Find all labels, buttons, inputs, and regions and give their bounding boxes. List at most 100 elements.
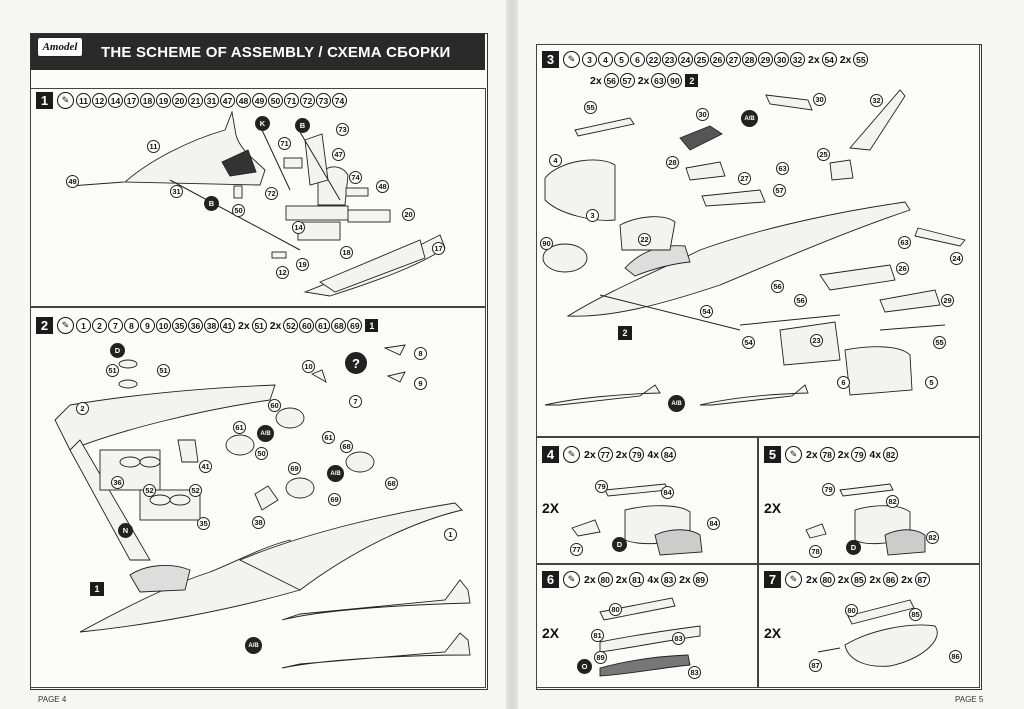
part-number: 52: [283, 318, 299, 333]
part-callout: 50: [232, 204, 245, 217]
part-number: 17: [124, 93, 139, 108]
part-number: 79: [629, 447, 645, 462]
step7-drawing: [817, 599, 938, 667]
part-callout: 87: [809, 659, 822, 672]
step-reference: 2: [685, 74, 699, 87]
part-callout: 18: [340, 246, 353, 259]
part-number: 49: [252, 93, 267, 108]
part-callout: 17: [432, 242, 445, 255]
part-number: 56: [603, 73, 619, 88]
part-callout: 85: [909, 608, 922, 621]
part-number: 57: [619, 73, 635, 88]
part-callout: 2: [76, 402, 89, 415]
part-number: 51: [251, 318, 267, 333]
part-callout: 61: [322, 431, 335, 444]
part-number: 77: [597, 447, 613, 462]
part-callout: 52: [143, 484, 156, 497]
part-callout: 54: [742, 336, 755, 349]
part-number: 3: [582, 52, 597, 67]
part-number: 21: [188, 93, 203, 108]
part-number: 89: [692, 572, 708, 587]
paint-marker-b: B: [204, 196, 219, 211]
step-number: 2: [36, 317, 53, 334]
part-number: 32: [790, 52, 805, 67]
part-callout: 31: [170, 185, 183, 198]
part-multiplier: 2x: [615, 448, 628, 461]
part-callout: 7: [349, 395, 362, 408]
part-multiplier: 2x: [584, 448, 596, 461]
subassembly-ref-1: 1: [90, 582, 104, 596]
paint-marker-ab: A/B: [257, 425, 274, 442]
paint-marker-q: ?: [345, 352, 367, 374]
step-4-twox: 2X: [542, 500, 560, 516]
part-multiplier: 2x: [869, 573, 882, 586]
glue-icon: ✎: [563, 571, 580, 588]
part-number: 63: [651, 73, 667, 88]
glue-icon: ✎: [785, 446, 802, 463]
part-callout: 83: [688, 666, 701, 679]
part-number: 84: [661, 447, 677, 462]
part-number: 50: [268, 93, 283, 108]
part-number: 20: [172, 93, 187, 108]
part-callout: 82: [886, 495, 899, 508]
part-number: 14: [108, 93, 123, 108]
page-number-left: PAGE 4: [38, 695, 67, 704]
part-callout: 38: [252, 516, 265, 529]
part-number: 5: [614, 52, 629, 67]
part-number: 61: [315, 318, 331, 333]
part-callout: 14: [292, 221, 305, 234]
part-number: 26: [710, 52, 725, 67]
part-callout: 90: [540, 237, 553, 250]
step5-drawing: [805, 483, 926, 556]
part-number: 36: [188, 318, 203, 333]
part-number: 35: [172, 318, 187, 333]
part-multiplier: 4x: [869, 448, 882, 461]
paint-marker-d: D: [612, 537, 627, 552]
part-callout: 68: [385, 477, 398, 490]
part-number: 29: [758, 52, 773, 67]
part-callout: 56: [771, 280, 784, 293]
part-number: 28: [742, 52, 757, 67]
part-callout: 8: [414, 347, 427, 360]
part-number: 4: [598, 52, 613, 67]
step-reference: 1: [365, 319, 379, 332]
part-number: 31: [204, 93, 219, 108]
glue-icon: ✎: [57, 317, 74, 334]
part-number: 10: [156, 318, 171, 333]
part-callout: 6: [837, 376, 850, 389]
part-callout: 22: [638, 233, 651, 246]
part-number: 48: [236, 93, 251, 108]
part-callout: 74: [349, 171, 362, 184]
part-number: 38: [204, 318, 219, 333]
part-number: 82: [883, 447, 899, 462]
paint-marker-o: O: [577, 659, 592, 674]
glue-icon: ✎: [785, 571, 802, 588]
paint-marker-d: D: [110, 343, 125, 358]
part-number: 55: [853, 52, 869, 67]
part-number: 12: [92, 93, 107, 108]
step-7-panel: [758, 564, 980, 688]
paint-marker-k: K: [255, 116, 270, 131]
part-number: 41: [220, 318, 235, 333]
part-callout: 41: [199, 460, 212, 473]
part-multiplier: 2x: [806, 573, 818, 586]
part-callout: 73: [336, 123, 349, 136]
part-callout: 56: [794, 294, 807, 307]
part-number: 71: [284, 93, 299, 108]
part-number: 47: [220, 93, 235, 108]
step1-drawing: [69, 110, 446, 297]
page-title: THE SCHEME OF ASSEMBLY / СХЕМА СБОРКИ: [101, 43, 451, 61]
part-callout: 29: [941, 294, 954, 307]
part-callout: 77: [570, 543, 583, 556]
part-number: 1: [76, 318, 91, 333]
part-multiplier: 2x: [584, 573, 596, 586]
part-number: 90: [667, 73, 683, 88]
part-number: 19: [156, 93, 171, 108]
step2-drawing: [54, 344, 471, 669]
part-number: 30: [774, 52, 789, 67]
part-callout: 61: [233, 421, 246, 434]
part-multiplier: 2x: [590, 74, 602, 87]
